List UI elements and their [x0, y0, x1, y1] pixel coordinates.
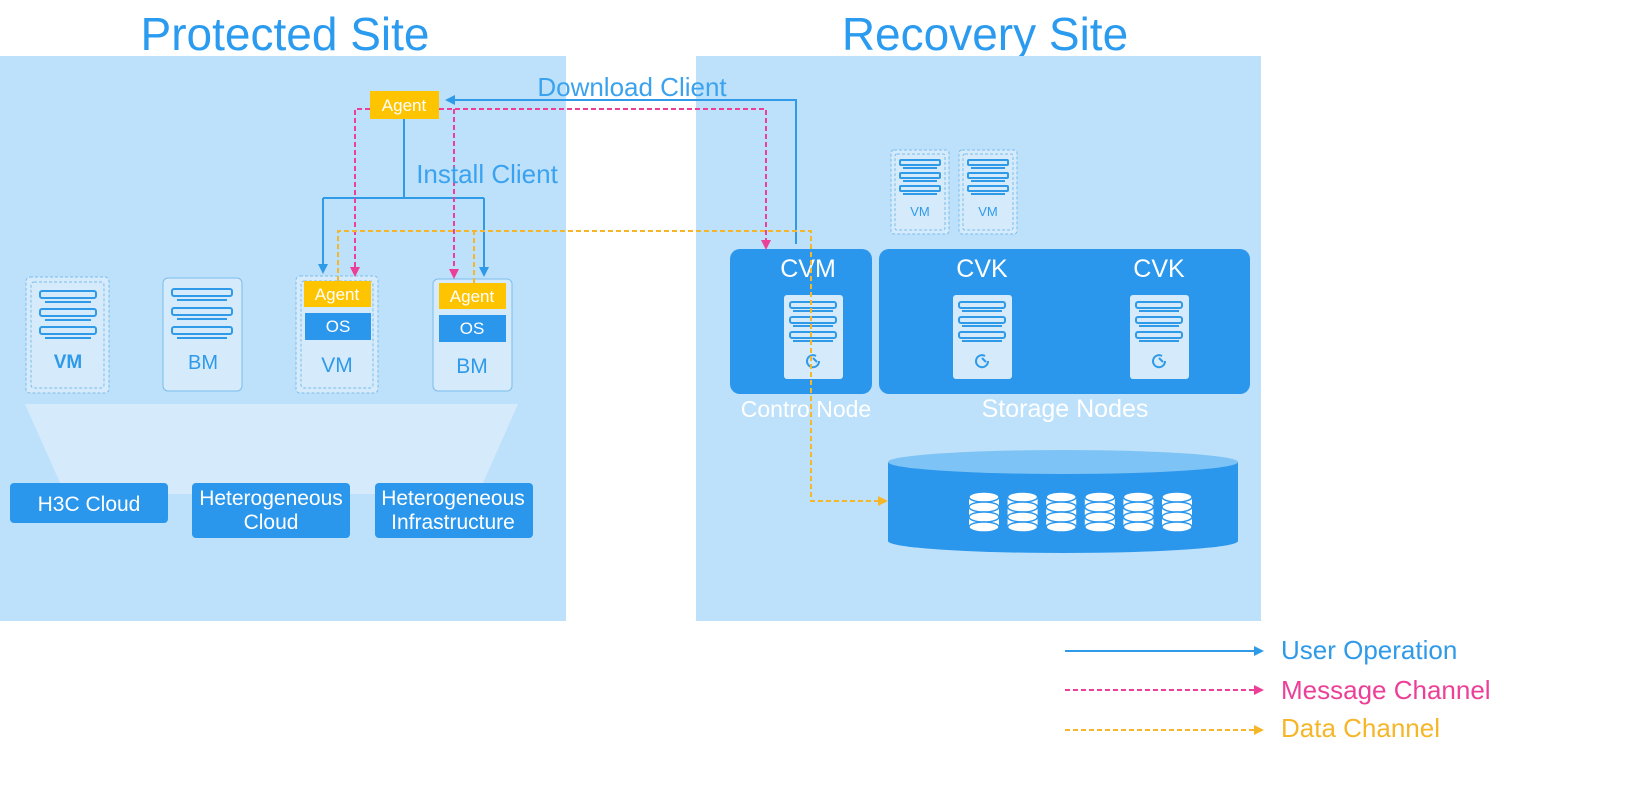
vm-label: VM: [54, 352, 83, 373]
bm-server-plain: BM: [162, 277, 243, 392]
disk-group: [968, 491, 1193, 533]
agent-main-label: Agent: [382, 96, 427, 115]
server-icon: [784, 295, 843, 379]
server-stack-icon: [899, 159, 941, 195]
control-node-label: Contro Node: [741, 396, 871, 422]
vm-agent-label: Agent: [315, 285, 360, 304]
legend: User Operation Message Channel Data Chan…: [1065, 635, 1491, 743]
recovery-vm-1: VM: [890, 149, 950, 235]
bm-os-label: OS: [460, 319, 485, 338]
storage-pool: [888, 450, 1238, 553]
cvm-label: CVM: [780, 255, 836, 283]
storage-nodes-label: Storage Nodes: [982, 395, 1149, 423]
bm-label: BM: [188, 352, 218, 374]
message-channel-lines: [350, 108, 771, 279]
cvk-label: CVK: [1133, 255, 1185, 283]
server-icon: [1130, 295, 1189, 379]
recovery-vm-2: VM: [958, 149, 1018, 235]
install-client-label: Install Client: [416, 159, 558, 189]
vm-agent-server-label: VM: [321, 354, 353, 377]
server-icon: [953, 295, 1012, 379]
vm-server-agent: Agent OS VM: [295, 275, 379, 394]
legend-user-operation: User Operation: [1281, 635, 1457, 665]
protected-site-title: Protected Site: [141, 8, 430, 60]
vm-label: VM: [910, 204, 930, 219]
disk-icon: [1045, 491, 1077, 533]
platform-label: H3C Cloud: [38, 493, 141, 516]
vm-label: VM: [978, 204, 998, 219]
bm-os-badge: [439, 315, 506, 342]
download-client-label: Download Client: [537, 72, 727, 102]
bm-agent-label: Agent: [450, 287, 495, 306]
disk-icon: [1084, 491, 1116, 533]
vm-server-plain: VM: [25, 276, 110, 394]
disk-icon: [968, 491, 1000, 533]
storage-nodes: CVK CVK Storage Nodes: [879, 249, 1250, 423]
server-stack-icon: [39, 290, 97, 339]
cvk-label: CVK: [956, 255, 1008, 283]
bm-agent-badge: [439, 283, 506, 309]
disk-icon: [1006, 491, 1039, 533]
vm-os-label: OS: [326, 317, 351, 336]
disk-icon: [1122, 491, 1155, 533]
platform-h3c-cloud: H3C Cloud: [10, 483, 168, 523]
agent-main: Agent: [370, 91, 439, 119]
legend-message-channel: Message Channel: [1281, 675, 1491, 705]
vm-os-badge: [305, 313, 371, 340]
bm-server-agent: Agent OS BM: [432, 278, 513, 392]
download-client-arrow: [445, 95, 797, 244]
vm-agent-badge: [304, 281, 371, 307]
control-node: CVM Contro Node: [730, 249, 872, 422]
recovery-site-title: Recovery Site: [842, 8, 1128, 60]
bm-agent-server-label: BM: [456, 355, 488, 378]
data-channel-lines: [337, 230, 888, 506]
disk-icon: [1161, 491, 1193, 533]
legend-data-channel: Data Channel: [1281, 713, 1440, 743]
platform-base: [25, 404, 518, 494]
user-operation-lines: [318, 95, 797, 277]
server-stack-icon: [171, 288, 233, 339]
server-stack-icon: [967, 159, 1009, 195]
